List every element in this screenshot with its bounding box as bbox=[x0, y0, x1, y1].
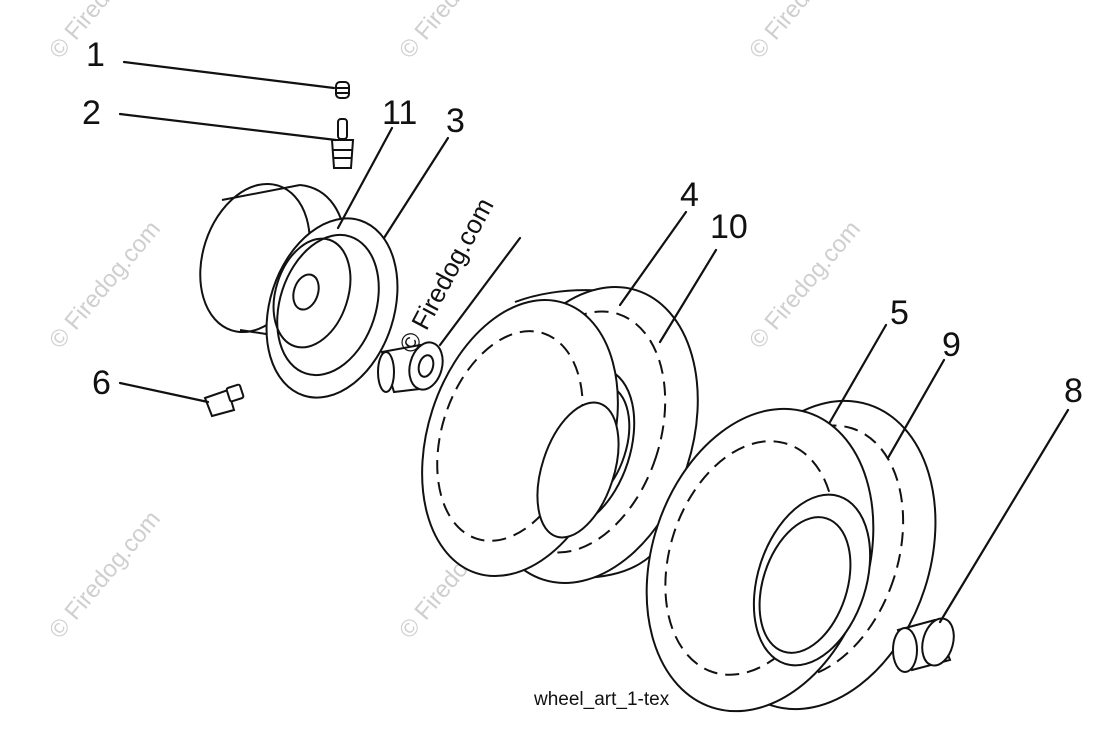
part-bushing bbox=[377, 341, 444, 394]
part-valve-stem bbox=[330, 118, 355, 169]
callout-label: 8 bbox=[1064, 372, 1083, 410]
callout-label: 1 bbox=[86, 36, 105, 74]
diagram-caption: wheel_art_1-tex bbox=[533, 689, 670, 710]
part-tire-rear bbox=[645, 399, 937, 713]
watermark: © Firedog.com bbox=[744, 0, 866, 64]
watermark: © Firedog.com bbox=[44, 506, 166, 644]
callout-labels: 1 2 11 3 4 10 5 9 8 6 bbox=[82, 36, 1083, 410]
part-valve-cap bbox=[335, 81, 350, 99]
callout-label: 6 bbox=[92, 364, 111, 402]
callout-label: 3 bbox=[446, 102, 465, 140]
leader-lines bbox=[118, 60, 1070, 624]
part-sleeve bbox=[892, 617, 955, 673]
callout-label: 9 bbox=[942, 326, 961, 364]
callout-label: 4 bbox=[680, 176, 699, 214]
callout-label: 11 bbox=[382, 94, 417, 132]
watermark: © Firedog.com bbox=[44, 0, 166, 64]
watermark: © Firedog.com bbox=[44, 216, 166, 354]
watermark: © Firedog.com bbox=[394, 0, 516, 64]
callout-label: 10 bbox=[710, 208, 748, 246]
part-wheel-rim bbox=[199, 182, 399, 399]
callout-label: 2 bbox=[82, 94, 101, 132]
watermark: © Firedog.com bbox=[744, 216, 866, 354]
callout-label: 5 bbox=[890, 294, 909, 332]
part-grease-fitting bbox=[203, 383, 245, 418]
part-tire-front bbox=[421, 286, 699, 584]
